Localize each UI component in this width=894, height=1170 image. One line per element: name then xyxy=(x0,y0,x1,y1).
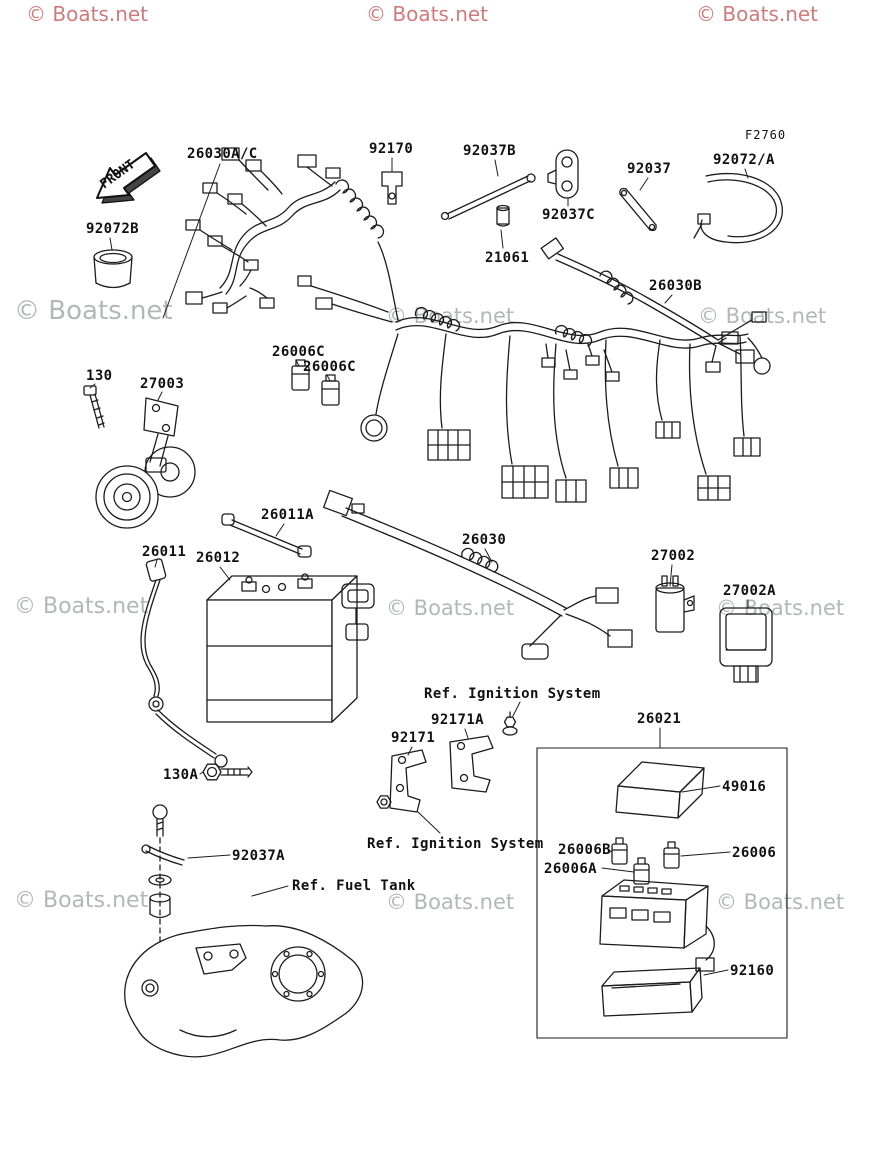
part-label-26030ac: 26030A/C xyxy=(187,146,258,162)
part-label-26006b: 26006B xyxy=(558,842,611,858)
relay-27002-drawing xyxy=(655,575,695,633)
part-label-92072a: 92072/A xyxy=(713,152,775,168)
cap-92072b-drawing xyxy=(93,249,133,289)
watermark: © Boats.net xyxy=(14,888,149,913)
part-label-26030: 26030 xyxy=(462,532,507,548)
part-label-26012: 26012 xyxy=(196,550,241,566)
horn-27003-drawing xyxy=(95,397,196,529)
part-label-21061: 21061 xyxy=(485,250,530,266)
watermark: © Boats.net xyxy=(716,890,845,914)
strip-92037-drawing xyxy=(619,187,657,232)
watermark: © Boats.net xyxy=(698,304,827,328)
part-label-92037c: 92037C xyxy=(542,207,595,223)
part-21061-drawing xyxy=(496,204,510,227)
cable-26011-drawing xyxy=(140,558,228,768)
part-label-92037b: 92037B xyxy=(463,143,516,159)
part-label-49016: 49016 xyxy=(722,779,767,795)
part-label-26006c-2: 26006C xyxy=(303,359,356,375)
part-label-92171: 92171 xyxy=(391,730,436,746)
part-label-26021: 26021 xyxy=(637,711,682,727)
relay-27002a-drawing xyxy=(719,607,773,683)
part-label-26011: 26011 xyxy=(142,544,187,560)
part-label-26006c-1: 26006C xyxy=(272,344,325,360)
fusebox-26021-drawing xyxy=(536,747,788,1039)
part-label-92170: 92170 xyxy=(369,141,414,157)
part-label-26030b: 26030B xyxy=(649,278,702,294)
bracket-92170-drawing xyxy=(381,171,403,205)
watermark: © Boats.net xyxy=(696,2,819,26)
harness-main-drawing xyxy=(360,306,771,503)
brackets-92171-drawing xyxy=(376,711,518,813)
leader-lines xyxy=(89,157,749,976)
part-label-92037: 92037 xyxy=(627,161,672,177)
ref-label-ignition-system-top: Ref. Ignition System xyxy=(424,686,601,702)
ref-label-ignition-system-bottom: Ref. Ignition System xyxy=(367,836,544,852)
harness-26030b-drawing xyxy=(540,237,767,373)
fuel-tank-drawing xyxy=(124,924,364,1058)
part-label-26006a: 26006A xyxy=(544,861,597,877)
diagram-code: F2760 xyxy=(745,128,787,142)
strap-92037c-drawing xyxy=(547,149,579,199)
watermark: © Boats.net xyxy=(366,2,489,26)
harness-26030ac-drawing xyxy=(185,147,399,323)
battery-26012-drawing xyxy=(206,573,375,723)
bolt-130a-drawing xyxy=(202,763,253,781)
harness-26030-drawing xyxy=(322,489,633,660)
watermark: © Boats.net xyxy=(14,296,173,326)
bolt-130-drawing xyxy=(83,385,105,429)
part-label-92072b: 92072B xyxy=(86,221,139,237)
part-label-130: 130 xyxy=(86,368,113,384)
watermark: © Boats.net xyxy=(386,890,515,914)
band-92072a-drawing xyxy=(693,172,783,244)
ref-label-fuel-tank: Ref. Fuel Tank xyxy=(292,878,416,894)
watermark: © Boats.net xyxy=(26,2,149,26)
watermark: © Boats.net xyxy=(14,594,149,619)
part-label-27002a: 27002A xyxy=(723,583,776,599)
part-label-27003: 27003 xyxy=(140,376,185,392)
part-label-92037a: 92037A xyxy=(232,848,285,864)
part-label-130a: 130A xyxy=(163,767,199,783)
part-label-92171a: 92171A xyxy=(431,712,484,728)
front-arrow: FRONT xyxy=(96,152,161,204)
part-label-92160: 92160 xyxy=(730,963,775,979)
part-label-27002: 27002 xyxy=(651,548,696,564)
part-label-26006: 26006 xyxy=(732,845,777,861)
fuel-hardware-drawing xyxy=(141,804,185,945)
part-label-26011a: 26011A xyxy=(261,507,314,523)
strap-26011a-drawing xyxy=(221,513,312,558)
watermark: © Boats.net xyxy=(386,596,515,620)
clamp-92037b-drawing xyxy=(440,173,536,221)
